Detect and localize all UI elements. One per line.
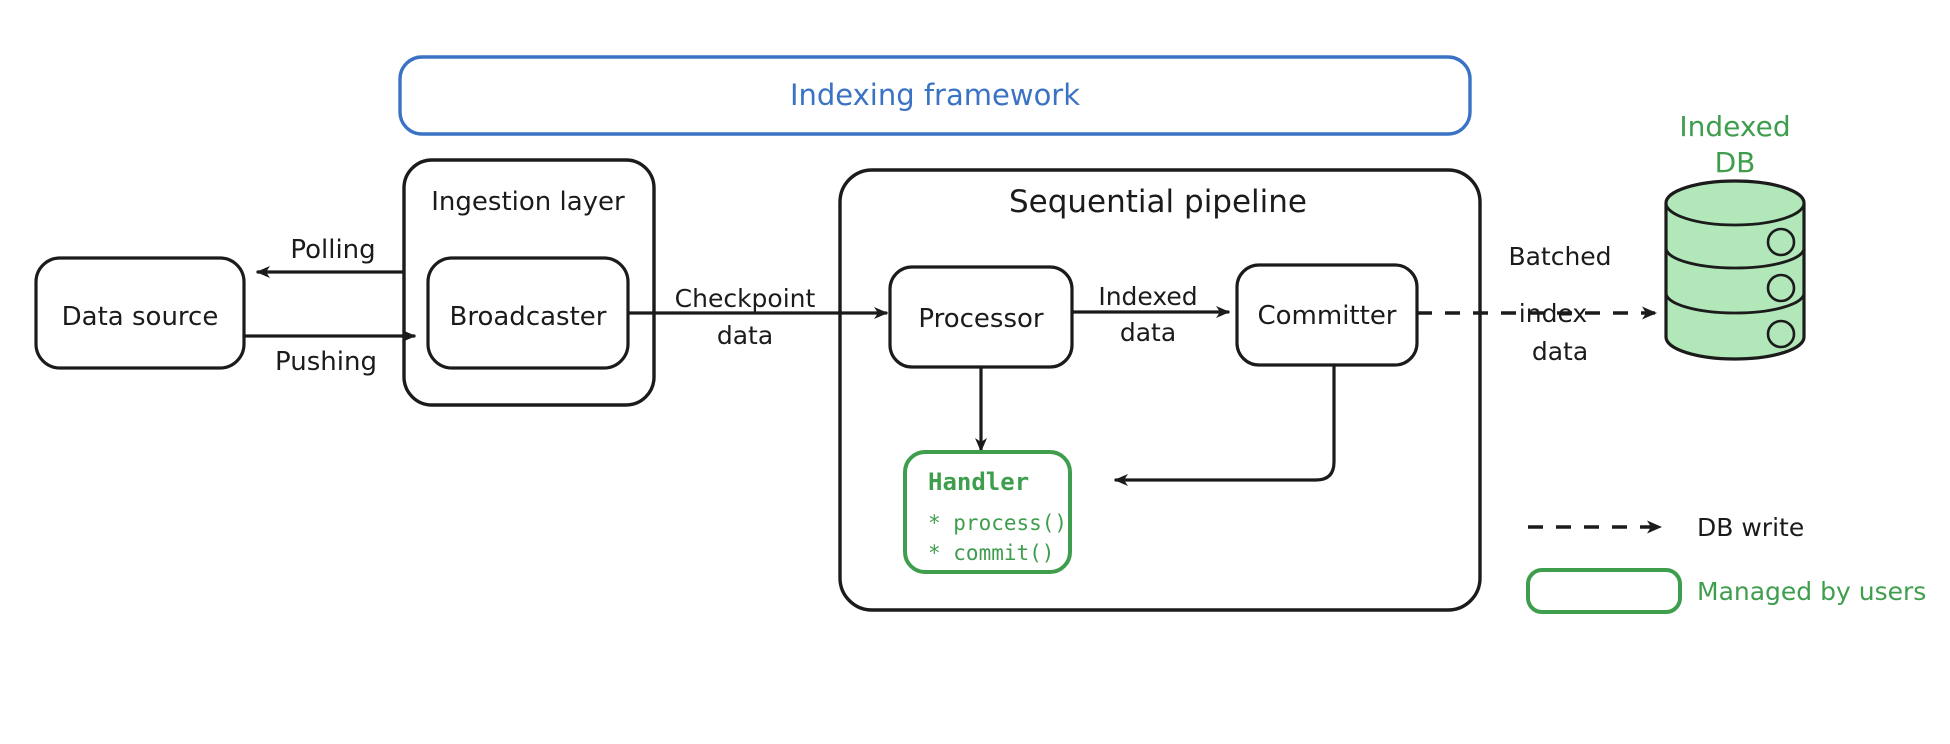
ingestion-layer-label: Ingestion layer (431, 187, 625, 217)
legend-db-write-label: DB write (1697, 513, 1804, 542)
sequential-pipeline-container[interactable]: Sequential pipeline (838, 168, 1482, 612)
legend-green-box-icon (1526, 568, 1682, 614)
data-source-label: Data source (62, 302, 219, 332)
legend-item-managed-by-users[interactable]: Managed by users (1526, 568, 1926, 614)
broadcaster-label: Broadcaster (450, 302, 607, 332)
committer-to-handler-edge[interactable] (1114, 363, 1336, 486)
indexing-framework-frame[interactable]: Indexing framework (398, 55, 1472, 136)
indexing-framework-box (398, 55, 1472, 136)
handler-label: Handler (928, 468, 1029, 496)
processor-label: Processor (918, 304, 1044, 334)
legend-managed-by-users-label: Managed by users (1697, 577, 1926, 606)
legend-item-db-write[interactable]: DB write (1528, 513, 1804, 542)
checkpoint-label-line2: data (717, 321, 773, 350)
batched-label-line3: data (1532, 337, 1588, 366)
batched-label-line1: Batched (1508, 242, 1611, 271)
ingestion-layer-container[interactable]: Ingestion layer (402, 158, 656, 407)
indexed-data-label-line2: data (1120, 318, 1176, 347)
committer-handler-arrow (1114, 363, 1336, 486)
indexed-data-label-line1: Indexed (1098, 282, 1197, 311)
handler-method-commit: * commit() (928, 541, 1054, 565)
handler-box (903, 450, 1072, 574)
pushing-edge[interactable]: Pushing (242, 330, 416, 377)
db-divider-1 (1664, 246, 1806, 270)
indexed-db-label-line2: DB (1715, 146, 1756, 179)
committer-node[interactable]: Committer (1235, 263, 1419, 367)
committer-box (1235, 263, 1419, 367)
processor-node[interactable]: Processor (888, 265, 1074, 369)
batched-index-data-edge[interactable]: Batched index data (1417, 242, 1657, 366)
indexing-framework-label: Indexing framework (790, 78, 1080, 112)
data-source-box (34, 256, 246, 370)
handler-method-process: * process() (928, 511, 1067, 535)
db-indicator-dot-2 (1766, 273, 1796, 303)
pushing-label: Pushing (275, 347, 377, 377)
polling-edge[interactable]: Polling (256, 235, 406, 278)
polling-label: Polling (290, 235, 375, 265)
sequential-pipeline-box (838, 168, 1482, 612)
broadcaster-node[interactable]: Broadcaster (426, 256, 630, 370)
checkpoint-data-edge[interactable]: Checkpoint data (626, 284, 888, 350)
db-cylinder-body (1664, 179, 1806, 361)
committer-label: Committer (1257, 301, 1396, 331)
indexed-db-label-line1: Indexed (1679, 110, 1790, 143)
db-indicator-dot-1 (1766, 227, 1796, 257)
indexed-data-edge[interactable]: Indexed data (1070, 282, 1230, 347)
sequential-pipeline-label: Sequential pipeline (1009, 184, 1307, 220)
db-cylinder-top-ellipse (1664, 201, 1806, 227)
data-source-node[interactable]: Data source (34, 256, 246, 370)
checkpoint-label-line1: Checkpoint (675, 284, 816, 313)
db-indicator-dot-3 (1766, 319, 1796, 349)
db-divider-2 (1664, 291, 1806, 315)
ingestion-layer-box (402, 158, 656, 407)
batched-label-line2: index (1519, 299, 1587, 328)
handler-node[interactable]: Handler * process() * commit() (903, 450, 1072, 574)
indexed-db-node[interactable]: Indexed DB (1664, 110, 1806, 361)
legend: DB write Managed by users (1526, 513, 1926, 614)
